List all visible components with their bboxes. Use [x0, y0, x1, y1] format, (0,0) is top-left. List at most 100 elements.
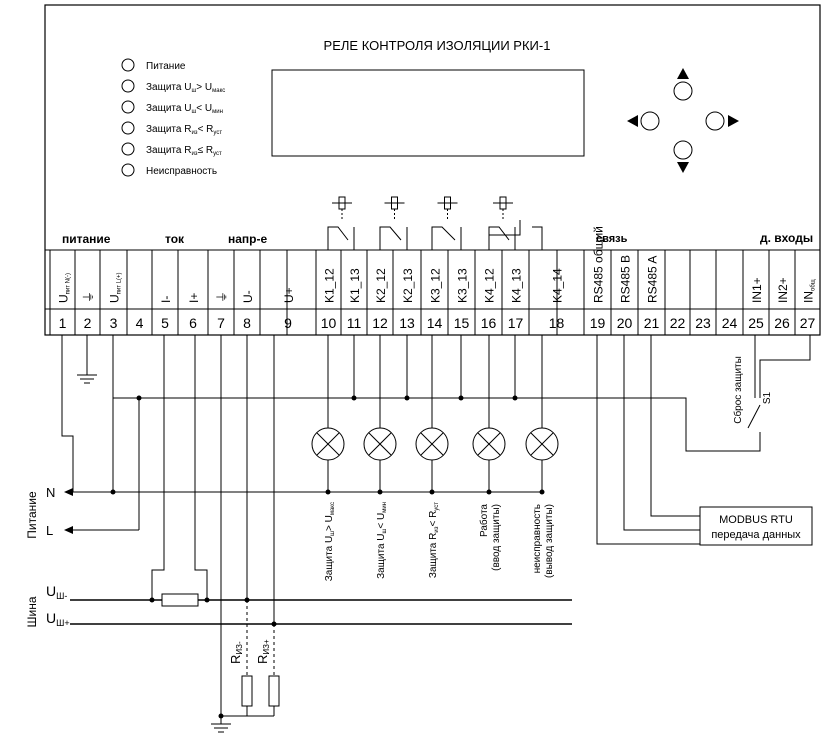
relay-k2	[379, 196, 408, 250]
terminal-label: ⏚	[82, 291, 96, 303]
terminal-label: Uпит N(-)	[57, 273, 72, 303]
nav-down-button[interactable]	[673, 140, 693, 160]
arrow-up-icon	[677, 68, 689, 79]
led-icon	[121, 163, 135, 177]
wire-in-common	[759, 335, 811, 398]
terminal-2[interactable]: 2⏚	[82, 291, 96, 331]
terminal-label: I-	[159, 296, 173, 303]
modbus-line2: передача данных	[711, 529, 801, 541]
terminal-label: K1_12	[323, 268, 337, 303]
indicator-label: Защита Uш> Uмакс	[146, 82, 225, 94]
terminal-8[interactable]: 8U-	[241, 290, 255, 331]
relay-k4	[488, 196, 543, 250]
terminal-24[interactable]: 24	[722, 315, 738, 331]
riz-minus-label: RИЗ-	[228, 641, 244, 664]
indicator-label: Защита Rиз< Rуст	[146, 124, 222, 136]
terminal-number: 15	[454, 315, 470, 331]
indicator-lamp: Работа(ввод защиты)	[472, 427, 506, 571]
nav-left-button[interactable]	[640, 111, 660, 131]
indicator-label: Неисправность	[146, 166, 217, 177]
terminal-7[interactable]: 7⏚	[215, 291, 229, 331]
lamp-label: Защита Uш> Uмакс	[324, 502, 336, 581]
wire-t3	[112, 335, 761, 452]
indicator-item: Питание	[121, 58, 186, 72]
shunt-resistor	[161, 593, 199, 607]
indicator-item: Защита Uш< Uмин	[121, 100, 223, 115]
terminal-9[interactable]: 9U+	[282, 287, 296, 331]
nav-right-button[interactable]	[705, 111, 725, 131]
modbus-line1: MODBUS RTU	[719, 514, 793, 526]
indicator-lamp: неисправность(вывод защиты)	[525, 427, 559, 578]
lamp-label: Работа(ввод защиты)	[478, 504, 502, 571]
indicator-lamp: Защита Uш< Uмин	[363, 427, 397, 579]
bus-label: Шина	[25, 596, 39, 627]
wire-t5	[151, 335, 165, 600]
group-current-label: ток	[165, 232, 185, 246]
terminal-4[interactable]: 4	[136, 315, 144, 331]
indicator-label: Защита Uш< Uмин	[146, 103, 223, 115]
lamp-label: Защита Uш< Uмин	[376, 502, 388, 579]
terminal-number: 4	[136, 315, 144, 331]
terminal-number: 23	[695, 315, 711, 331]
modbus-box	[699, 506, 813, 546]
junction-dots	[110, 395, 545, 719]
terminal-1[interactable]: 1 Uпит N(-)	[57, 273, 72, 331]
indicator-lamp: Защита Uш> Uмакс	[311, 427, 345, 581]
terminal-number: 8	[243, 315, 251, 331]
switch-s1[interactable]	[747, 404, 761, 429]
terminal-number: 9	[284, 315, 292, 331]
terminal-number: 12	[372, 315, 388, 331]
terminal-label: K1_13	[348, 268, 362, 303]
terminal-number: 14	[427, 315, 443, 331]
terminal-12[interactable]: 12 K2_12	[372, 268, 388, 331]
terminal-label: ⏚	[215, 291, 229, 303]
terminal-number: 1	[59, 315, 67, 331]
terminal-label: IN2+	[776, 277, 790, 303]
resistor-riz-plus	[268, 675, 280, 707]
terminal-22[interactable]: 22	[670, 315, 686, 331]
arrow-down-icon	[677, 162, 689, 173]
terminal-label: K4_14	[551, 268, 565, 303]
riz-plus-label: RИЗ+	[255, 639, 271, 664]
terminal-label: K2_13	[401, 268, 415, 303]
terminal-5[interactable]: 5I-	[159, 296, 173, 331]
ground-symbol	[77, 374, 97, 384]
indicator-item: Защита Rиз< Rуст	[121, 121, 222, 136]
wire-rs485-a	[650, 335, 700, 517]
terminal-number: 3	[110, 315, 118, 331]
ush-minus-label: UШ-	[46, 583, 67, 601]
group-comm-label: связь	[596, 233, 628, 245]
terminal-number: 6	[189, 315, 197, 331]
relay-symbols	[327, 196, 543, 250]
terminal-23[interactable]: 23	[695, 315, 711, 331]
nav-up-button[interactable]	[673, 81, 693, 101]
terminal-number: 7	[217, 315, 225, 331]
terminal-label: K4_12	[483, 268, 497, 303]
terminal-label: K2_12	[374, 268, 388, 303]
wire-t1-n	[61, 335, 74, 492]
terminal-label: RS485 B	[619, 255, 633, 303]
terminal-6[interactable]: 6I+	[187, 293, 201, 331]
terminal-number: 25	[748, 315, 764, 331]
relay-k3	[431, 196, 462, 250]
arrow-n-icon	[64, 488, 73, 496]
